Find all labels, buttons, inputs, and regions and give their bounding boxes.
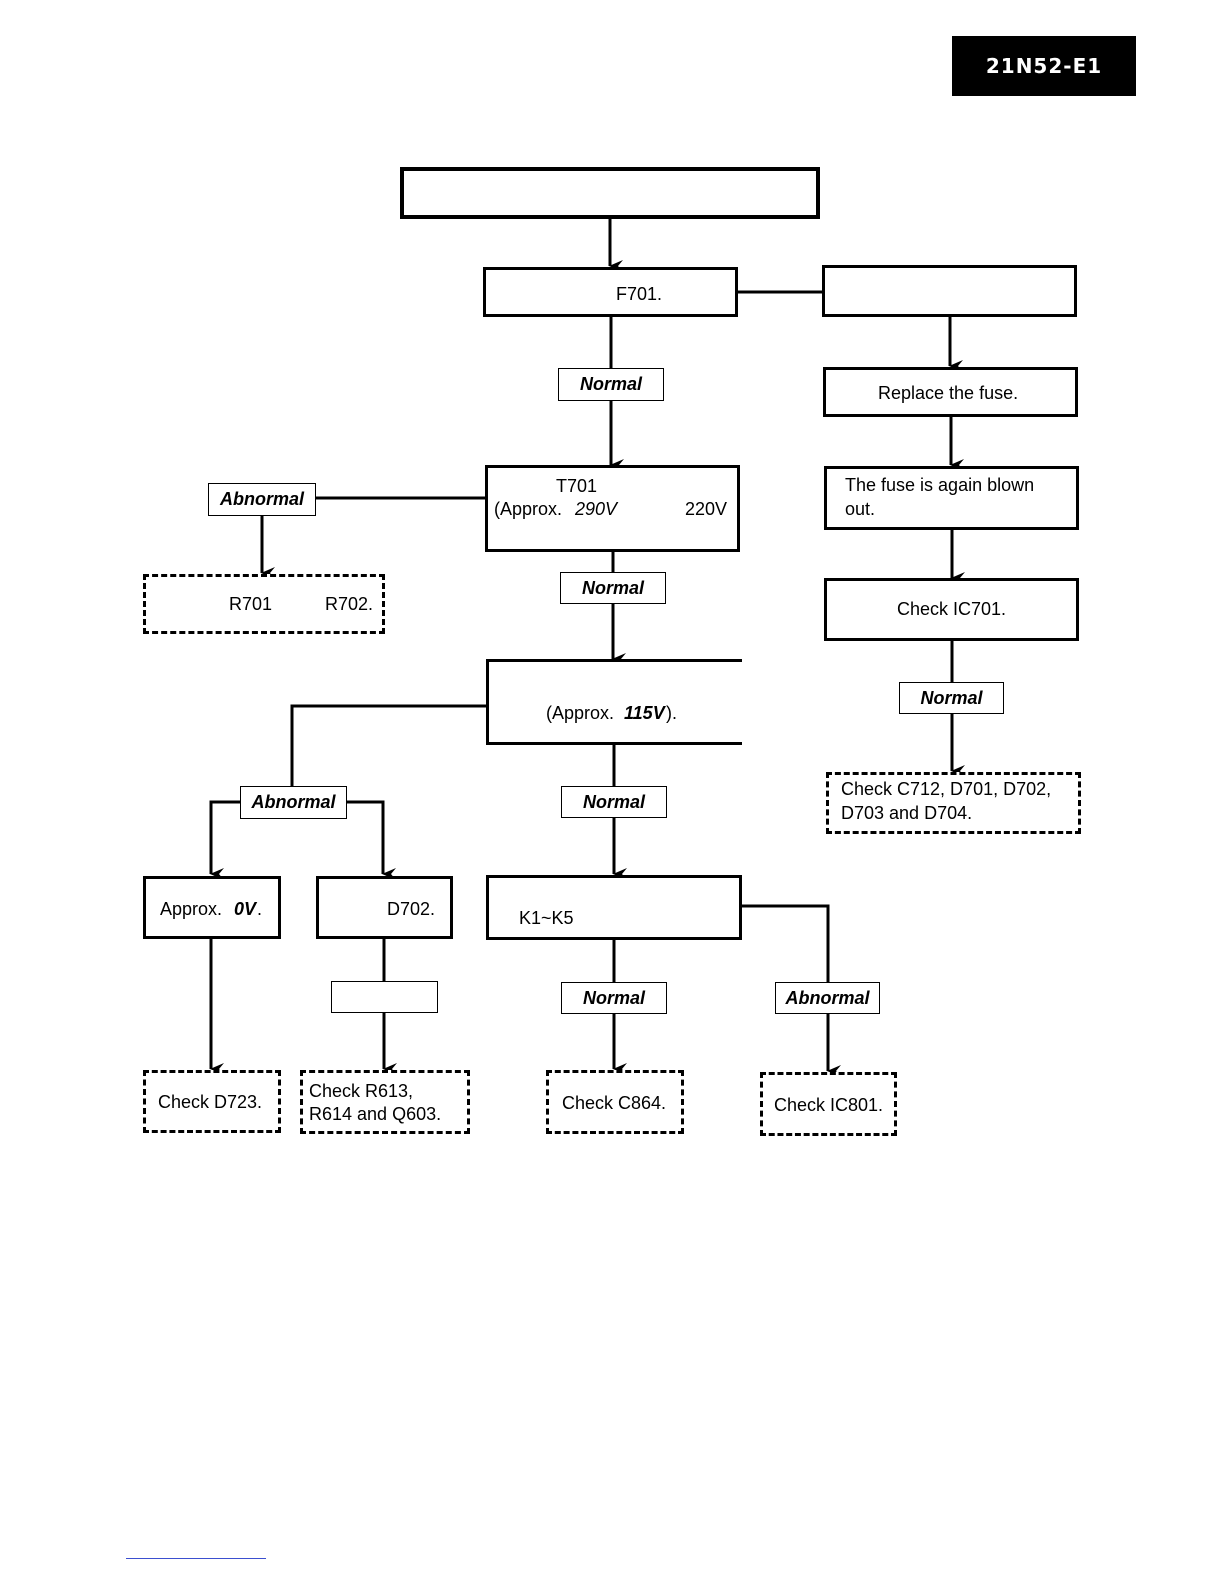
normal-label-2: Normal (560, 572, 666, 604)
d702-text: D702. (387, 899, 436, 919)
check-d723-box: Check D723. (143, 1070, 281, 1133)
check-r701-part1: R701 (229, 594, 273, 614)
normal-label-4: Normal (561, 786, 667, 818)
abnormal-label-1: Abnormal (208, 483, 316, 516)
voltage-prefix: (Approx. (546, 703, 615, 723)
t701-box: T701 (Approx. 290V 220V (485, 465, 740, 552)
abnormal-label-3: Abnormal (775, 982, 880, 1014)
fuse-again-blown-box: The fuse is again blown out. (824, 466, 1079, 530)
fuse-check-text: F701. (616, 284, 663, 304)
t701-line2-prefix: (Approx. (494, 499, 563, 519)
approx-0v-suffix: . (257, 899, 263, 919)
voltage-value: 115V (624, 703, 665, 723)
check-c712-box: Check C712, D701, D702, D703 and D704. (826, 772, 1081, 834)
k1-k5-box: K1~K5 (486, 875, 742, 940)
check-r613-box: Check R613, R614 and Q603. (300, 1070, 470, 1134)
check-r701-part2: R702. (325, 594, 374, 614)
normal-label-3: Normal (899, 682, 1004, 714)
start-box (400, 167, 820, 219)
normal-label-1: Normal (558, 368, 664, 401)
approx-0v-box: Approx. 0V . (143, 876, 281, 939)
arrow-abnormal2-to-0v (209, 800, 240, 880)
voltage-suffix: ). (666, 703, 677, 723)
arrow-abnormal2-to-d702 (346, 800, 396, 880)
abnormal-label-2: Abnormal (240, 786, 347, 819)
check-d723-text: Check D723. (158, 1092, 263, 1112)
check-r701-box: R701 R702. (143, 574, 385, 634)
approx-0v-value: 0V (234, 899, 257, 919)
fuse-check-box: F701. (483, 267, 738, 317)
approx-0v-prefix: Approx. (160, 899, 223, 919)
check-r613-line1: Check R613, (309, 1081, 414, 1101)
d702-box: D702. (316, 876, 453, 939)
replace-fuse-box: Replace the fuse. (823, 367, 1078, 417)
check-ic701-box: Check IC701. (824, 578, 1079, 641)
check-c712-line1: Check C712, D701, D702, (841, 779, 1052, 799)
footer-rule (126, 1558, 266, 1559)
fuse-again-blown-line1: The fuse is again blown (845, 475, 1035, 495)
t701-line2-suffix: 220V (685, 499, 728, 519)
fuse-blown-box (822, 265, 1077, 317)
voltage-check-box: (Approx. 115V ). (486, 659, 742, 745)
check-ic801-box: Check IC801. (760, 1072, 897, 1136)
unlabeled-small-box (331, 981, 438, 1013)
model-code-badge: 21N52-E1 (952, 36, 1136, 96)
check-c864-text: Check C864. (562, 1093, 667, 1113)
replace-fuse-text: Replace the fuse. (878, 383, 1019, 403)
check-ic701-text: Check IC701. (897, 599, 1007, 619)
t701-line1: T701 (556, 476, 598, 496)
check-ic801-text: Check IC801. (774, 1095, 884, 1115)
fuse-again-blown-line2: out. (845, 499, 876, 519)
normal-label-5: Normal (561, 982, 667, 1014)
check-c864-box: Check C864. (546, 1070, 684, 1134)
check-r613-line2: R614 and Q603. (309, 1104, 442, 1124)
check-c712-line2: D703 and D704. (841, 803, 973, 823)
line-voltage-to-abnormal2 (290, 704, 488, 787)
t701-line2-value: 290V (575, 499, 618, 519)
k1-k5-text: K1~K5 (519, 908, 574, 928)
line-k-to-abnormal3 (741, 904, 830, 982)
